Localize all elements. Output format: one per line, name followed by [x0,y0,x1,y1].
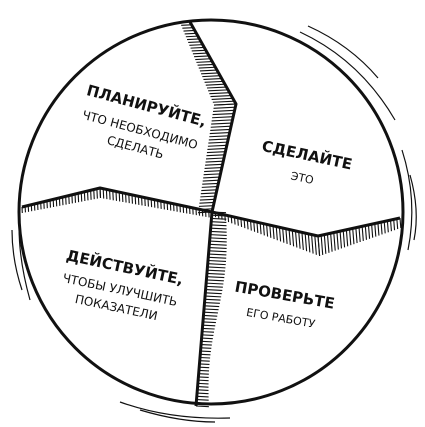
quadrant-do-subtitle-line-1: ЭТО [290,169,316,187]
shadow-hatching [21,21,402,408]
